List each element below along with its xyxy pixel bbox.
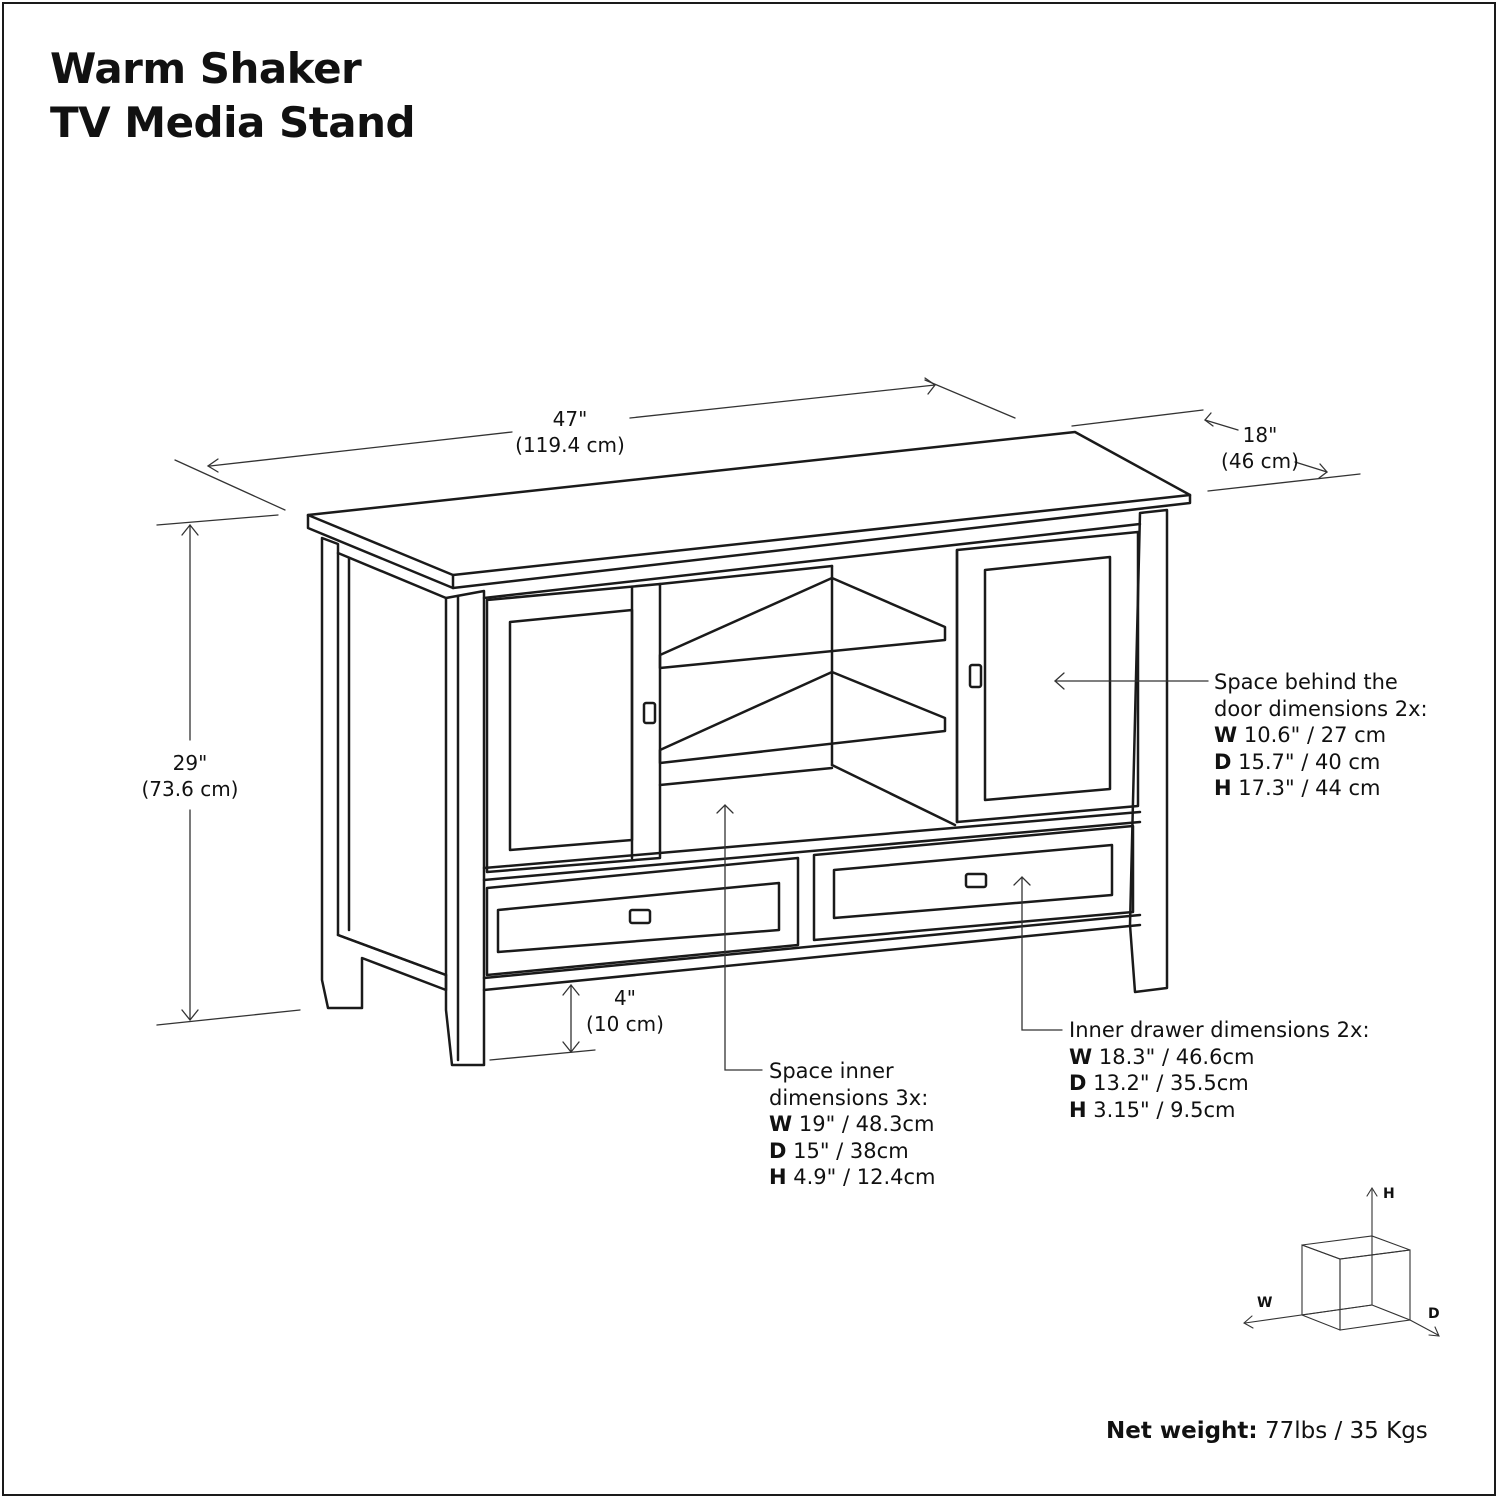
height-metric: (73.6 cm) xyxy=(141,777,239,801)
axes-cube-icon xyxy=(1243,1186,1440,1337)
inner-note-line-1: Space inner xyxy=(769,1059,894,1083)
title-line-1: Warm Shaker xyxy=(50,44,362,93)
axis-w-label: W xyxy=(1257,1295,1273,1311)
inner-callout-arrow xyxy=(716,804,763,1071)
door-note-depth: D 15.7" / 40 cm xyxy=(1214,749,1381,774)
drawer-note-height: H 3.15" / 9.5cm xyxy=(1069,1097,1236,1122)
depth-dimension-line xyxy=(1071,409,1361,492)
front-left-leg xyxy=(444,589,486,1067)
clearance-imperial: 4" xyxy=(614,986,636,1010)
net-weight: Net weight: 77lbs / 35 Kgs xyxy=(1106,1418,1428,1444)
left-door xyxy=(485,582,662,874)
door-note-width: W 10.6" / 27 cm xyxy=(1214,723,1387,747)
axis-h-label: H xyxy=(1383,1186,1395,1202)
inner-note-line-2: dimensions 3x: xyxy=(769,1085,929,1110)
tabletop xyxy=(306,430,1192,590)
drawer-note-width: W 18.3" / 46.6cm xyxy=(1069,1044,1255,1069)
left-drawer xyxy=(485,856,800,977)
right-drawer xyxy=(812,824,1135,942)
drawer-note: Inner drawer dimensions 2x: W 18.3" / 46… xyxy=(1069,1017,1370,1123)
drawer-note-line-1: Inner drawer dimensions 2x: xyxy=(1069,1018,1370,1042)
inner-space-note: Space inner dimensions 3x: W 19" / 48.3c… xyxy=(769,1058,936,1191)
right-door xyxy=(955,530,1140,824)
width-imperial: 47" xyxy=(552,407,588,431)
axis-d-label: D xyxy=(1428,1306,1440,1322)
height-label: 29" (73.6 cm) xyxy=(130,750,250,802)
center-shelves xyxy=(658,564,957,827)
depth-label: 18" (46 cm) xyxy=(1205,422,1315,474)
door-space-note: Space behind the door dimensions 2x: W 1… xyxy=(1214,669,1428,802)
door-callout-arrow xyxy=(1054,672,1209,690)
inner-note-height: H 4.9" / 12.4cm xyxy=(769,1165,936,1189)
drawer-note-depth: D 13.2" / 35.5cm xyxy=(1069,1071,1249,1095)
left-side xyxy=(320,536,448,1010)
inner-note-width: W 19" / 48.3cm xyxy=(769,1112,935,1136)
door-note-line-2: door dimensions 2x: xyxy=(1214,696,1428,721)
title-line-2: TV Media Stand xyxy=(50,98,416,147)
page-title: Warm Shaker TV Media Stand xyxy=(50,42,416,150)
inner-note-depth: D 15" / 38cm xyxy=(769,1138,909,1163)
front-frame xyxy=(482,522,1142,992)
depth-imperial: 18" xyxy=(1242,423,1278,447)
clearance-label: 4" (10 cm) xyxy=(580,985,670,1037)
door-note-height: H 17.3" / 44 cm xyxy=(1214,776,1381,800)
clearance-metric: (10 cm) xyxy=(586,1012,664,1036)
height-dimension-line xyxy=(156,514,301,1026)
net-weight-value: 77lbs / 35 Kgs xyxy=(1264,1418,1428,1444)
depth-metric: (46 cm) xyxy=(1221,449,1299,473)
front-right-leg xyxy=(1128,508,1169,994)
clearance-dimension-line xyxy=(489,983,596,1061)
door-note-line-1: Space behind the xyxy=(1214,670,1398,694)
height-imperial: 29" xyxy=(172,751,208,775)
width-label: 47" (119.4 cm) xyxy=(510,406,630,458)
net-weight-label: Net weight: xyxy=(1106,1418,1258,1444)
width-dimension-line xyxy=(174,377,1016,511)
width-metric: (119.4 cm) xyxy=(515,433,625,457)
drawer-callout-arrow xyxy=(1013,876,1063,1031)
